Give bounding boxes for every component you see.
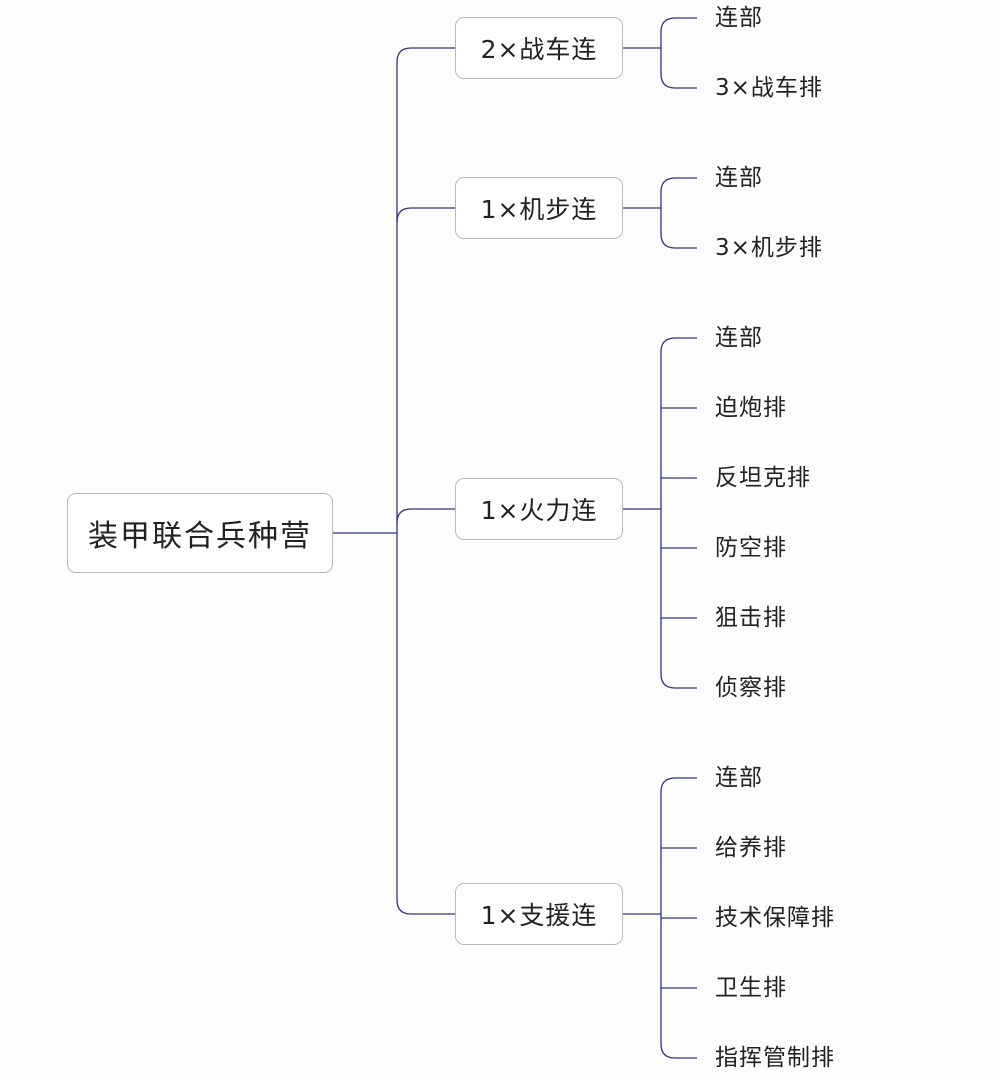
- company-connector: [396, 207, 455, 223]
- trunk-connector: [396, 47, 455, 915]
- unit-node[interactable]: 给养排: [715, 835, 787, 861]
- unit-node[interactable]: 连部: [715, 325, 763, 351]
- company-node-tank[interactable]: 2×战车连: [455, 17, 623, 79]
- unit-node[interactable]: 狙击排: [715, 605, 787, 631]
- unit-node[interactable]: 连部: [715, 5, 763, 31]
- company-connector: [396, 508, 455, 524]
- unit-node[interactable]: 3×战车排: [715, 75, 823, 101]
- company-label: 1×支援连: [480, 901, 598, 930]
- branch-connector: [660, 177, 697, 249]
- branch-connector: [660, 337, 697, 689]
- company-label: 2×战车连: [480, 35, 598, 64]
- company-label: 1×机步连: [480, 195, 598, 224]
- root-node[interactable]: 装甲联合兵种营: [67, 493, 333, 573]
- unit-node[interactable]: 防空排: [715, 535, 787, 561]
- branch-connector: [660, 17, 697, 89]
- company-node-infantry[interactable]: 1×机步连: [455, 177, 623, 239]
- unit-node[interactable]: 连部: [715, 165, 763, 191]
- unit-node[interactable]: 指挥管制排: [715, 1045, 835, 1071]
- unit-node[interactable]: 连部: [715, 765, 763, 791]
- unit-node[interactable]: 技术保障排: [715, 905, 835, 931]
- unit-node[interactable]: 3×机步排: [715, 235, 823, 261]
- unit-node[interactable]: 迫炮排: [715, 395, 787, 421]
- unit-node[interactable]: 卫生排: [715, 975, 787, 1001]
- unit-node[interactable]: 侦察排: [715, 675, 787, 701]
- root-label: 装甲联合兵种营: [88, 519, 312, 554]
- company-label: 1×火力连: [480, 496, 598, 525]
- company-node-support[interactable]: 1×支援连: [455, 883, 623, 945]
- unit-node[interactable]: 反坦克排: [715, 465, 811, 491]
- company-node-fire[interactable]: 1×火力连: [455, 478, 623, 540]
